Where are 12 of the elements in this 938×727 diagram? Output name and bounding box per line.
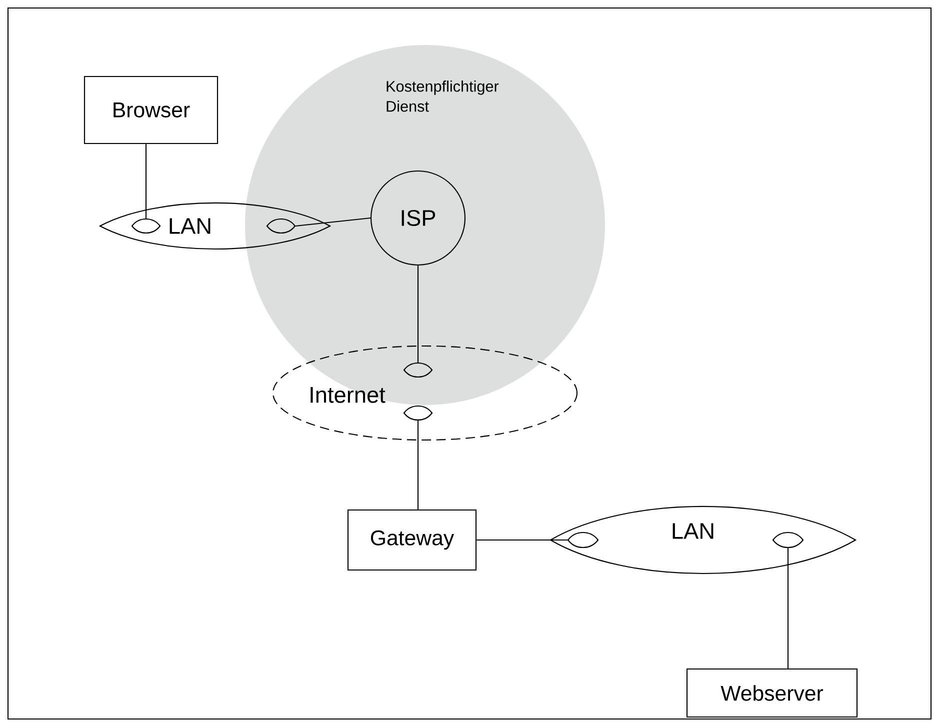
browser-box: Browser: [84, 76, 218, 144]
gateway-box: Gateway: [347, 509, 477, 571]
connector-line: [417, 420, 419, 510]
network-lens: LAN: [550, 506, 856, 574]
network-lens: LAN: [99, 202, 331, 250]
server-box: Webserver: [686, 668, 858, 718]
connector-line: [145, 144, 147, 218]
connector-line: [476, 539, 568, 541]
connector-line: [295, 217, 371, 227]
connector-line: [787, 548, 789, 668]
connector-line: [417, 266, 419, 362]
internet-cloud: Internet: [272, 345, 578, 441]
